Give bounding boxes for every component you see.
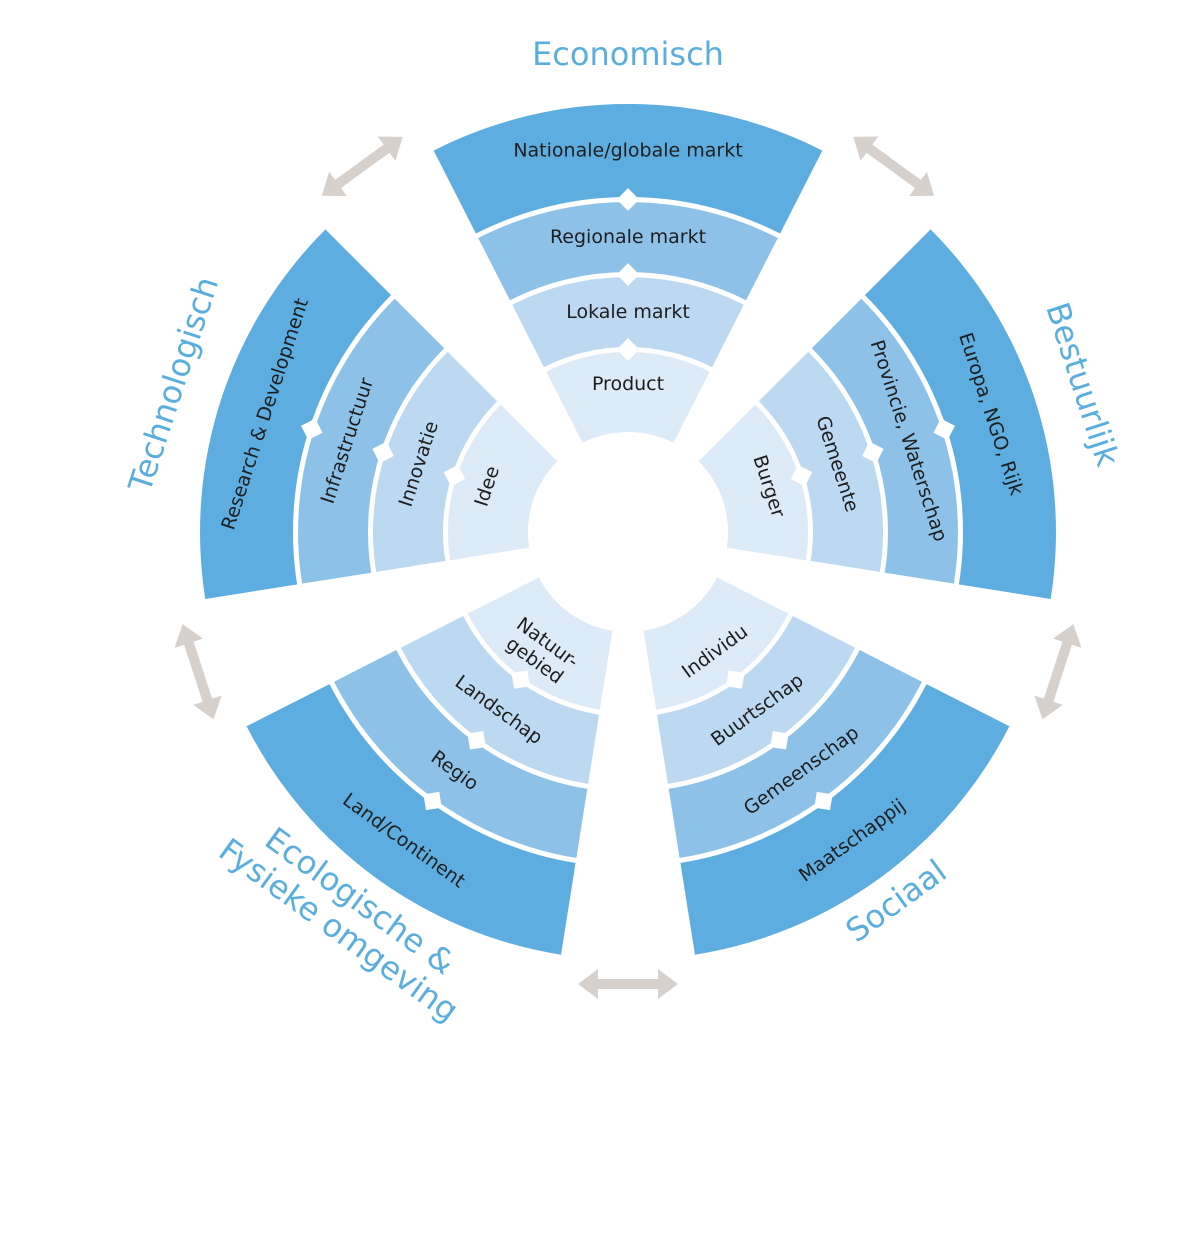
economisch-outer-ring-label: Nationale/globale markt [513,140,742,162]
double-arrow-icon [1034,624,1082,720]
wheel-rings: Product Lokale markt Regionale markt Nation… [200,103,1056,955]
segment-economisch: Product Lokale markt Regionale markt Nation… [433,103,823,443]
svg-text:Bestuurlijk: Bestuurlijk [1038,298,1127,472]
technologisch-third-ring-band [298,298,445,584]
level-connector-diamond [814,791,833,811]
level-connector-diamond [790,464,813,487]
level-connector-diamond [511,670,530,689]
level-connector-diamond [372,441,394,464]
double-arrow-icon [853,136,935,197]
segment-sociaal: IndividuBuurtschapGemeenschapMaatschappi… [643,577,1010,955]
level-connector-diamond [862,441,884,464]
technologisch-second-ring-band [372,351,498,572]
economisch-outer-ring-band [433,103,823,234]
economisch-second-ring-band [512,276,744,368]
title-bestuurlijk: Bestuurlijk [1038,298,1127,472]
level-connector-diamond [301,418,323,441]
bestuurlijk-outer-ring-band [864,229,1056,599]
economisch-third-ring-label: Regionale markt [550,226,706,248]
technologisch-inner-ring-band [447,404,558,561]
segment-ecologisch: Natuur-gebiedLandschapRegioLand/Continen… [246,577,613,955]
level-connector-diamond [423,791,442,811]
ecologisch-second-ring-band [400,616,600,784]
level-connector-diamond [616,338,640,361]
ecologisch-third-ring-band [334,650,588,858]
connector-arrows [174,136,1082,999]
economisch-inner-ring-label: Product [592,373,664,395]
sociaal-inner-ring-band [643,577,789,710]
ecologisch-outer-ring-band [246,684,576,955]
double-arrow-icon [321,136,403,197]
level-connector-diamond [770,731,789,750]
economisch-second-ring-label: Lokale markt [566,301,690,323]
double-arrow-icon [578,969,678,999]
level-connector-diamond [467,731,486,750]
level-connector-diamond [616,263,640,286]
technologisch-outer-ring-band [200,229,392,599]
sociaal-third-ring-band [668,650,922,858]
level-connector-diamond [933,418,955,441]
bestuurlijk-inner-ring-band [698,404,809,561]
economisch-inner-ring-band [546,351,710,443]
bestuurlijk-third-ring-band [811,298,958,584]
level-connector-diamond [726,670,745,689]
ecologisch-inner-ring-band [467,577,613,710]
title-economisch: Economisch [532,35,724,73]
economisch-third-ring-band [478,202,778,301]
double-arrow-icon [174,624,222,720]
sociaal-second-ring-band [656,616,856,784]
level-connector-diamond [443,464,466,487]
bestuurlijk-second-ring-band [758,351,884,572]
svg-text:Economisch: Economisch [532,35,724,73]
sociaal-outer-ring-band [680,684,1010,955]
